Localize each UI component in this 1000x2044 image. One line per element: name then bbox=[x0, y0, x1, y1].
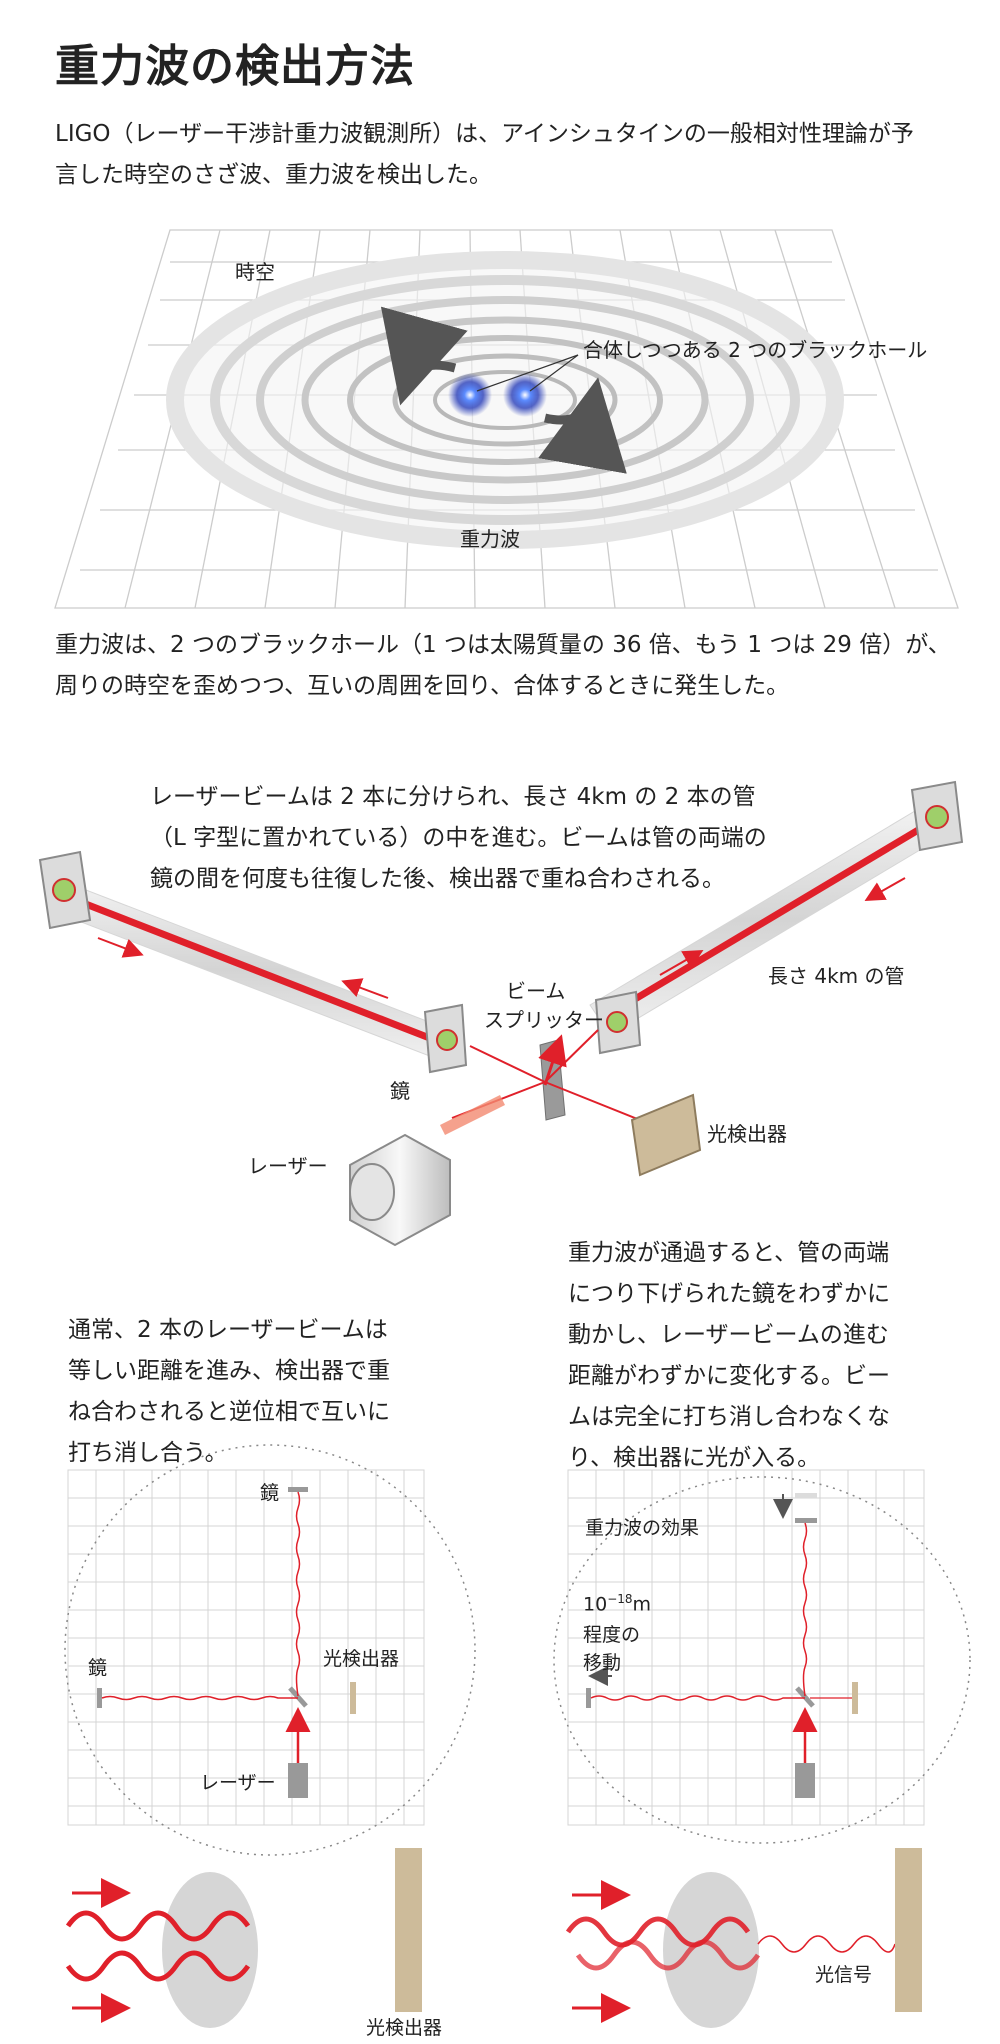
label-photodetector: 光検出器 bbox=[707, 1122, 787, 1146]
right-side-mirror bbox=[586, 1688, 591, 1708]
right-panel-description: 重力波が通過すると、管の両端 につり下げられた鏡をわずかに 動かし、レーザービー… bbox=[568, 1233, 890, 1479]
photodetector bbox=[630, 1093, 702, 1177]
label-mirror: 鏡 bbox=[390, 1079, 410, 1103]
end-mirror-left bbox=[38, 850, 92, 930]
right-label-signal: 光信号 bbox=[815, 1964, 873, 1986]
near-mirror-right bbox=[594, 990, 642, 1055]
rotation-arrow-right-icon bbox=[538, 377, 627, 474]
left-label-photodetector: 光検出器 bbox=[323, 1648, 400, 1670]
laser-path bbox=[544, 1081, 641, 1121]
beam-splitter bbox=[539, 1039, 566, 1121]
right-wave-2 bbox=[575, 1939, 761, 1971]
left-horizontal-beam bbox=[101, 1695, 298, 1701]
label-beam: ビーム bbox=[506, 979, 566, 1003]
right-interference-blob bbox=[663, 1872, 759, 2028]
right-desc-line-3: 動かし、レーザービームの進む bbox=[568, 1322, 889, 1348]
left-interference-blob bbox=[162, 1872, 258, 2028]
bottom-label-photodetector: 光検出器 bbox=[366, 2017, 443, 2039]
black-hole-1 bbox=[448, 373, 492, 417]
caption-line-1: 重力波は、2 つのブラックホール（1 つは太陽質量の 36 倍、もう 1 つは … bbox=[55, 632, 951, 658]
right-top-mirror bbox=[795, 1518, 817, 1523]
left-detector bbox=[350, 1682, 356, 1714]
left-desc-line-2: 等しい距離を進み、検出器で重 bbox=[68, 1358, 390, 1384]
right-wave-1 bbox=[565, 1916, 751, 1948]
right-desc-line-2: につり下げられた鏡をわずかに bbox=[568, 1281, 890, 1307]
label-splitter: スプリッター bbox=[484, 1008, 604, 1032]
detector-line-1: レーザービームは 2 本に分けられ、長さ 4km の 2 本の管 bbox=[150, 784, 756, 810]
left-label-mirror-top: 鏡 bbox=[260, 1482, 280, 1504]
page-title: 重力波の検出方法 bbox=[55, 41, 415, 92]
detector-line-2: （L 字型に置かれている）の中を進む。ビームは管の両端の bbox=[150, 825, 767, 851]
right-label-effect: 重力波の効果 bbox=[585, 1517, 700, 1539]
signal-wave bbox=[757, 1935, 896, 1953]
left-vertical-beam bbox=[295, 1491, 301, 1697]
left-desc-line-4: 打ち消し合う。 bbox=[68, 1440, 228, 1466]
right-desc-line-6: り、検出器に光が入る。 bbox=[568, 1445, 821, 1471]
left-schematic-grid bbox=[67, 1469, 425, 1826]
move-exponent: −18 bbox=[607, 1592, 633, 1606]
label-laser: レーザー bbox=[248, 1154, 328, 1178]
left-wave-2 bbox=[65, 1950, 251, 1982]
rotation-arrow-left-icon bbox=[380, 306, 468, 406]
left-desc-line-1: 通常、2 本のレーザービームは bbox=[68, 1317, 388, 1343]
right-detector bbox=[852, 1682, 858, 1714]
label-gravitational-wave: 重力波 bbox=[460, 527, 520, 551]
right-vertical-beam bbox=[802, 1522, 808, 1697]
right-label-movement-amount: 10−18m bbox=[583, 1592, 651, 1615]
label-black-holes: 合体しつつある 2 つのブラックホール bbox=[583, 338, 928, 362]
intro-line-1: LIGO（レーザー干渉計重力波観測所）は、アインシュタインの一般相対性理論が予 bbox=[55, 121, 914, 147]
right-splitter bbox=[795, 1686, 815, 1708]
left-wave-1 bbox=[65, 1910, 251, 1942]
bottom-left-photodetector bbox=[395, 1848, 422, 2012]
left-top-mirror bbox=[288, 1487, 308, 1492]
right-horizontal-beam bbox=[590, 1695, 805, 1701]
right-schematic-ellipse bbox=[553, 1476, 971, 1844]
end-mirror-right bbox=[910, 780, 964, 852]
intro-paragraph: LIGO（レーザー干渉計重力波観測所）は、アインシュタインの一般相対性理論が予 … bbox=[55, 114, 914, 196]
intro-line-2: 言した時空のさざ波、重力波を検出した。 bbox=[55, 162, 492, 188]
laser-path bbox=[469, 1045, 546, 1083]
black-hole-2 bbox=[503, 373, 547, 417]
left-schematic-circle bbox=[64, 1444, 476, 1856]
label-tube-length: 長さ 4km の管 bbox=[768, 964, 905, 988]
label-spacetime: 時空 bbox=[235, 260, 275, 284]
bottom-right-photodetector bbox=[895, 1848, 922, 2012]
arrow-icon bbox=[864, 877, 906, 901]
arrow-icon bbox=[97, 937, 144, 958]
right-label-move-line-2: 程度の bbox=[583, 1624, 641, 1646]
laser-path bbox=[544, 1029, 599, 1083]
detector-line-3: 鏡の間を何度も往復した後、検出器で重ね合わされる。 bbox=[150, 866, 725, 892]
move-unit: m bbox=[632, 1593, 652, 1616]
laser-source bbox=[349, 1133, 451, 1247]
leader-line bbox=[476, 354, 579, 392]
left-splitter bbox=[288, 1686, 308, 1708]
right-label-move-line-3: 移動 bbox=[583, 1652, 622, 1674]
near-mirror-left bbox=[423, 1003, 468, 1074]
right-desc-line-1: 重力波が通過すると、管の両端 bbox=[568, 1240, 890, 1266]
left-laser bbox=[288, 1763, 308, 1798]
left-label-mirror-side: 鏡 bbox=[88, 1657, 108, 1679]
right-top-mirror-ghost bbox=[795, 1493, 817, 1498]
left-laser-beam bbox=[58, 890, 447, 1048]
caption-line-2: 周りの時空を歪めつつ、互いの周囲を回り、合体するときに発生した。 bbox=[55, 673, 790, 699]
right-laser-beam bbox=[598, 816, 937, 1024]
detector-description: レーザービームは 2 本に分けられ、長さ 4km の 2 本の管 （L 字型に置… bbox=[150, 777, 767, 900]
left-panel-description: 通常、2 本のレーザービームは 等しい距離を進み、検出器で重 ね合わされると逆位… bbox=[68, 1310, 390, 1474]
right-desc-line-4: 距離がわずかに変化する。ビー bbox=[568, 1363, 890, 1389]
arrow-icon bbox=[659, 950, 704, 976]
move-base: 10 bbox=[583, 1593, 608, 1616]
beam-arrow-icon bbox=[538, 1034, 567, 1086]
caption-paragraph: 重力波は、2 つのブラックホール（1 つは太陽質量の 36 倍、もう 1 つは … bbox=[55, 625, 951, 707]
right-desc-line-5: ムは完全に打ち消し合わなくな bbox=[568, 1404, 890, 1430]
left-side-mirror bbox=[97, 1688, 102, 1708]
right-laser bbox=[795, 1763, 815, 1798]
arrow-icon bbox=[341, 978, 389, 999]
right-schematic-grid bbox=[567, 1469, 925, 1826]
laser-beam-emission bbox=[440, 1095, 505, 1135]
leader-line bbox=[529, 354, 579, 392]
left-label-laser: レーザー bbox=[200, 1772, 276, 1794]
left-desc-line-3: ね合わされると逆位相で互いに bbox=[68, 1399, 390, 1425]
